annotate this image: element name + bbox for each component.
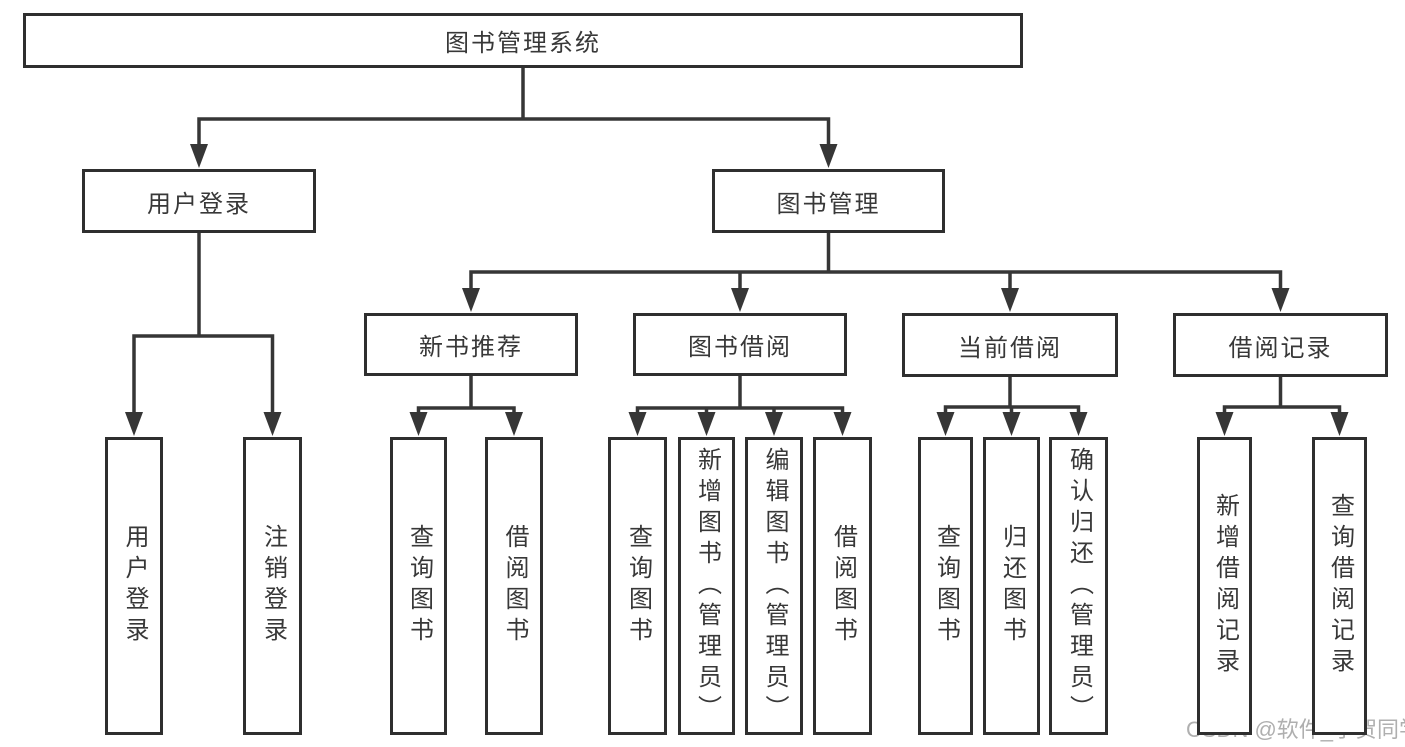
node-book-mgmt: 图书管理 <box>712 169 945 233</box>
connector-root <box>197 66 831 149</box>
node-label-leaf-return-book: 归还图书 <box>998 524 1026 648</box>
arrowhead-leaf-logout <box>263 412 282 436</box>
connector-book-borrow <box>635 374 845 417</box>
node-label-leaf-query-book-2: 查询图书 <box>624 524 652 648</box>
arrowhead-leaf-return-book <box>1002 412 1021 436</box>
node-leaf-return-book: 归还图书 <box>983 437 1040 735</box>
node-label-new-book-rec: 新书推荐 <box>419 334 523 361</box>
node-label-leaf-query-book-1: 查询图书 <box>405 524 433 648</box>
arrowhead-leaf-borrow-book-1 <box>505 412 523 436</box>
node-label-current-borrow: 当前借阅 <box>958 334 1062 362</box>
node-leaf-logout: 注销登录 <box>243 437 302 735</box>
node-label-book-borrow: 图书借阅 <box>688 334 792 361</box>
arrowhead-borrow-records <box>1271 288 1290 312</box>
node-label-leaf-borrow-book-1: 借阅图书 <box>501 524 528 648</box>
node-label-leaf-borrow-book-2: 借阅图书 <box>829 524 857 648</box>
node-label-root: 图书管理系统 <box>445 30 601 57</box>
node-label-leaf-edit-book: 编辑图书（管理员） <box>761 446 788 726</box>
node-leaf-borrow-book-2: 借阅图书 <box>813 437 872 735</box>
connector-user-login <box>132 231 275 417</box>
node-label-book-mgmt: 图书管理 <box>776 190 881 218</box>
node-user-login: 用户登录 <box>82 169 316 233</box>
node-borrow-records: 借阅记录 <box>1173 313 1388 377</box>
node-leaf-query-book-1: 查询图书 <box>390 437 447 735</box>
node-label-leaf-query-book-3: 查询图书 <box>932 524 960 648</box>
node-root: 图书管理系统 <box>23 13 1023 68</box>
connector-new-book-rec <box>416 374 516 417</box>
arrowhead-leaf-user-login <box>125 412 143 436</box>
arrowhead-leaf-query-book-1 <box>409 412 428 436</box>
arrowhead-user-login <box>190 144 208 168</box>
node-label-leaf-add-borrow-rec: 新增借阅记录 <box>1211 493 1239 679</box>
node-label-leaf-user-login: 用户登录 <box>121 524 148 648</box>
arrowhead-book-mgmt <box>819 144 838 168</box>
node-leaf-user-login: 用户登录 <box>105 437 163 735</box>
arrowhead-leaf-borrow-book-2 <box>833 412 852 436</box>
node-label-borrow-records: 借阅记录 <box>1228 334 1333 362</box>
connector-current-borrow <box>943 375 1081 417</box>
connector-borrow-records <box>1222 375 1342 417</box>
node-leaf-borrow-book-1: 借阅图书 <box>485 437 543 735</box>
arrowhead-leaf-add-book <box>697 412 716 436</box>
arrowhead-leaf-confirm-return <box>1069 412 1088 436</box>
node-new-book-rec: 新书推荐 <box>364 313 578 376</box>
node-book-borrow: 图书借阅 <box>633 313 847 376</box>
node-leaf-add-book: 新增图书（管理员） <box>678 437 735 735</box>
node-leaf-edit-book: 编辑图书（管理员） <box>745 437 803 735</box>
arrowhead-leaf-add-borrow-rec <box>1215 412 1234 436</box>
node-label-leaf-query-borrow-rec: 查询借阅记录 <box>1326 493 1354 679</box>
node-label-leaf-add-book: 新增图书（管理员） <box>693 446 721 726</box>
arrowhead-new-book-rec <box>462 288 480 312</box>
arrowhead-leaf-query-borrow-rec <box>1330 412 1349 436</box>
node-leaf-add-borrow-rec: 新增借阅记录 <box>1197 437 1252 735</box>
node-leaf-confirm-return: 确认归还（管理员） <box>1049 437 1108 735</box>
connector-book-mgmt <box>469 231 1283 293</box>
node-current-borrow: 当前借阅 <box>902 313 1118 377</box>
arrowhead-current-borrow <box>1001 288 1019 312</box>
node-leaf-query-book-3: 查询图书 <box>918 437 973 735</box>
node-label-leaf-logout: 注销登录 <box>259 524 287 648</box>
arrowhead-leaf-edit-book <box>765 412 783 436</box>
node-leaf-query-book-2: 查询图书 <box>608 437 667 735</box>
arrowhead-book-borrow <box>731 288 749 312</box>
node-leaf-query-borrow-rec: 查询借阅记录 <box>1312 437 1367 735</box>
node-label-user-login: 用户登录 <box>147 190 251 218</box>
node-label-leaf-confirm-return: 确认归还（管理员） <box>1065 446 1093 726</box>
arrowhead-leaf-query-book-2 <box>628 412 647 436</box>
arrowhead-leaf-query-book-3 <box>936 412 955 436</box>
